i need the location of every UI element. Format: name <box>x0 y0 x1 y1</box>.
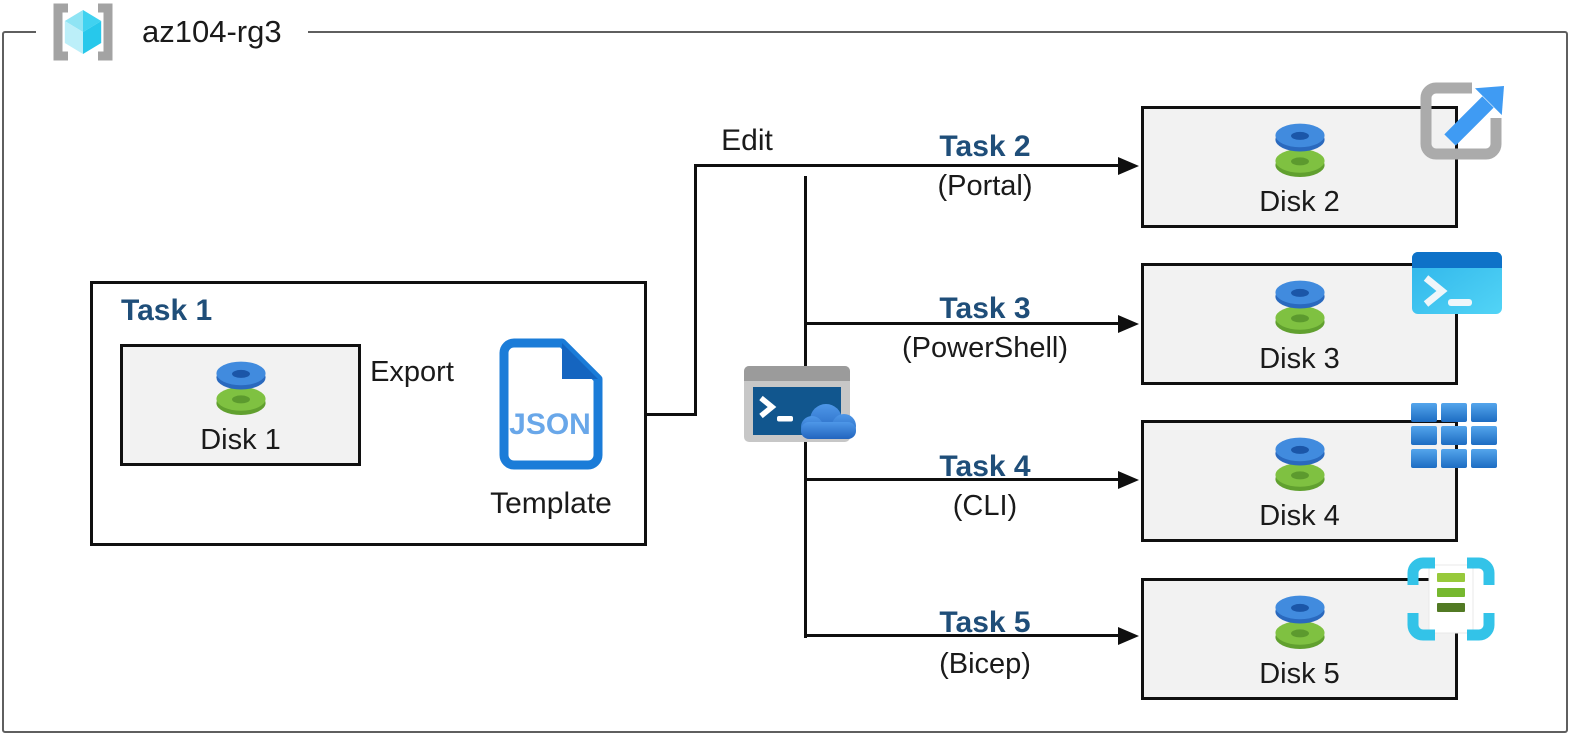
portal-icon <box>1420 82 1504 160</box>
resource-group-boundary <box>2 31 1568 733</box>
task-2-method: (Portal) <box>937 170 1033 202</box>
task-2-label: Task 2 <box>939 130 1031 163</box>
task-5-method: (Bicep) <box>939 648 1031 680</box>
powershell-icon <box>1412 252 1502 314</box>
disk-icon <box>215 361 266 415</box>
disk-5-card: Disk 5 <box>1141 578 1458 700</box>
disk-label: Disk 3 <box>1259 343 1340 375</box>
bicep-icon <box>1407 557 1495 641</box>
disk-1-card: Disk 1 <box>120 344 361 466</box>
task-5-label: Task 5 <box>939 606 1031 639</box>
connector-task5-line <box>804 634 1120 637</box>
disk-2-card: Disk 2 <box>1141 106 1458 228</box>
connector-task2-line <box>694 164 1120 167</box>
resource-group-label: az104-rg3 <box>142 14 282 49</box>
task-3-label: Task 3 <box>939 292 1031 325</box>
disk-icon <box>1274 595 1325 649</box>
edit-label: Edit <box>721 124 773 157</box>
task2-arrowhead <box>1118 157 1139 175</box>
template-caption: Template <box>490 487 612 520</box>
disk-4-card: Disk 4 <box>1141 420 1458 542</box>
disk-icon <box>1274 437 1325 491</box>
resource-group-header: az104-rg3 <box>36 1 308 63</box>
disk-icon <box>1274 123 1325 177</box>
connector-stub <box>646 413 696 416</box>
task1-title: Task 1 <box>121 294 213 327</box>
json-doc-text: JSON <box>509 408 591 441</box>
disk-icon <box>1274 280 1325 334</box>
connector-riser <box>694 164 697 416</box>
connector-task3-line <box>804 322 1120 325</box>
task4-arrowhead <box>1118 471 1139 489</box>
export-label: Export <box>370 356 454 388</box>
connector-task4-line <box>804 478 1120 481</box>
task5-arrowhead <box>1118 627 1139 645</box>
task-4-method: (CLI) <box>952 490 1018 522</box>
disk-3-card: Disk 3 <box>1141 263 1458 385</box>
cli-icon <box>1411 403 1497 468</box>
disk-label: Disk 5 <box>1259 658 1340 690</box>
cloud-shell-icon <box>744 366 856 442</box>
task-3-method: (PowerShell) <box>902 332 1068 364</box>
resource-group-icon <box>53 3 113 61</box>
task3-arrowhead <box>1118 315 1139 333</box>
json-template-icon: JSON <box>499 338 603 470</box>
disk-label: Disk 2 <box>1259 186 1340 218</box>
disk-label: Disk 4 <box>1259 500 1340 532</box>
task-4-label: Task 4 <box>939 450 1031 483</box>
disk-label: Disk 1 <box>200 424 281 456</box>
